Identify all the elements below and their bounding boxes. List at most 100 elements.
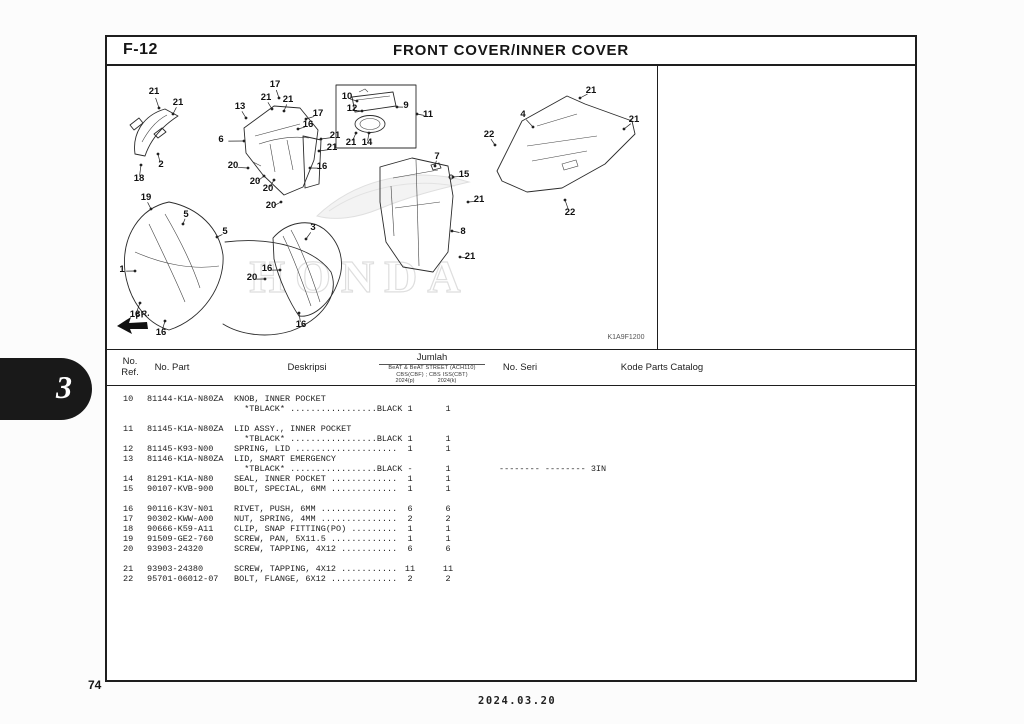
honda-watermark: HONDA — [249, 174, 471, 303]
exploded-view-svg: HONDA — [117, 79, 645, 341]
part-label-2: 2 — [158, 159, 163, 170]
cell-q1: 1 — [407, 444, 413, 454]
part-label-3: 3 — [310, 222, 315, 233]
cell-q1: 1 — [407, 534, 413, 544]
cell-desc: KNOB, INNER POCKET — [234, 394, 326, 404]
part-label-10: 10 — [342, 91, 353, 102]
cell-ref: 22 — [123, 574, 134, 584]
part-label-12: 12 — [347, 103, 358, 114]
part-label-19: 19 — [141, 192, 152, 203]
cell-desc: SCREW, TAPPING, 4X12 ........... — [234, 564, 398, 574]
cell-desc: BOLT, FLANGE, 6X12 ............. — [234, 574, 398, 584]
diagram-right-divider — [657, 66, 658, 349]
table-row: 19 91509-GE2-760 SCREW, PAN, 5X11.5 ......… — [107, 534, 915, 544]
col-desc: Deskripsi — [287, 362, 327, 373]
part-label-21: 21 — [173, 97, 184, 108]
part-label-1: 1 — [119, 264, 125, 275]
cell-desc: CLIP, SNAP FITTING(PO) ......... — [234, 524, 398, 534]
cell-q2: 1 — [445, 484, 451, 494]
col-seri: No. Seri — [502, 362, 538, 373]
cell-q1: 1 — [407, 474, 413, 484]
part-label-21: 21 — [149, 86, 160, 97]
part-label-21: 21 — [261, 92, 272, 103]
cell-part: 81291-K1A-N80 — [147, 474, 214, 484]
cell-q1: 2 — [407, 574, 413, 584]
cell-q1: 2 — [407, 514, 413, 524]
cell-desc: *TBLACK* .................BLACK — [234, 464, 403, 474]
part-label-4: 4 — [520, 109, 526, 120]
cell-ref: 16 — [123, 504, 134, 514]
part-label-16: 16 — [130, 309, 141, 320]
cell-desc: *TBLACK* .................BLACK — [234, 404, 403, 414]
cell-q1: - — [407, 464, 413, 474]
table-group-gap — [107, 414, 915, 424]
part-label-8: 8 — [460, 226, 465, 237]
col-catalog: Kode Parts Catalog — [620, 362, 704, 373]
cell-q2: 1 — [445, 524, 451, 534]
part-label-20: 20 — [250, 176, 261, 187]
cell-ref: 19 — [123, 534, 134, 544]
cell-q1: 1 — [407, 434, 413, 444]
part-label-15: 15 — [459, 169, 470, 180]
part-label-21: 21 — [586, 85, 597, 96]
part-label-14: 14 — [362, 137, 373, 148]
part-label-21: 21 — [283, 94, 294, 105]
footer-date: 2024.03.20 — [478, 695, 557, 707]
cell-ref: 21 — [123, 564, 134, 574]
table-row: *TBLACK* .................BLACK- 1 -------… — [107, 464, 915, 474]
cell-part: 93903-24380 — [147, 564, 204, 574]
chapter-number: 3 — [56, 369, 72, 405]
cell-desc: SCREW, TAPPING, 4X12 ........... — [234, 544, 398, 554]
cell-q2: 1 — [445, 444, 451, 454]
table-group-gap — [107, 494, 915, 504]
cell-part: 95701-06012-07 — [147, 574, 219, 584]
cell-seri: -------- -------- 3IN — [499, 464, 607, 474]
cell-part: 81146-K1A-N80ZA — [147, 454, 224, 464]
cell-q1: 1 — [407, 404, 413, 414]
cell-part: 81144-K1A-N80ZA — [147, 394, 224, 404]
cell-q2: 2 — [445, 514, 451, 524]
part-windscreen-garnish — [129, 108, 179, 157]
part-label-18: 18 — [134, 173, 145, 184]
part-label-21: 21 — [474, 194, 485, 205]
cell-part: 91509-GE2-760 — [147, 534, 214, 544]
cell-q2: 1 — [445, 404, 451, 414]
cell-ref: 12 — [123, 444, 134, 454]
cell-q2: 1 — [445, 474, 451, 484]
cell-desc: SCREW, PAN, 5X11.5 ............. — [234, 534, 398, 544]
part-label-7: 7 — [434, 151, 439, 162]
cell-q2: 2 — [445, 574, 451, 584]
table-group-gap — [107, 554, 915, 564]
part-label-16: 16 — [317, 161, 328, 172]
part-inner-pocket — [379, 157, 454, 273]
part-label-17: 17 — [313, 108, 324, 119]
part-label-21: 21 — [629, 114, 640, 125]
cell-part: 90666-K59-A11 — [147, 524, 214, 534]
cell-q2: 6 — [445, 544, 451, 554]
svg-text:HONDA: HONDA — [249, 251, 470, 302]
figure-code: F-12 — [123, 41, 158, 58]
part-label-5: 5 — [183, 209, 189, 220]
part-front-cover — [124, 201, 334, 336]
cell-desc: NUT, SPRING, 4MM ............... — [234, 514, 398, 524]
cell-q1: 6 — [407, 544, 413, 554]
cell-q2: 1 — [445, 464, 451, 474]
part-label-21: 21 — [330, 130, 341, 141]
cell-ref: 13 — [123, 454, 134, 464]
catalog-page-frame: F-12 FRONT COVER/INNER COVER HONDA — [105, 35, 917, 682]
cell-desc: LID ASSY., INNER POCKET — [234, 424, 352, 434]
part-side-inner-cover — [272, 222, 342, 317]
cell-part: 93903-24320 — [147, 544, 204, 554]
part-label-13: 13 — [235, 101, 246, 112]
part-label-17: 17 — [270, 79, 281, 90]
part-label-9: 9 — [403, 100, 408, 111]
fr-direction-arrow: FR. — [117, 308, 151, 334]
